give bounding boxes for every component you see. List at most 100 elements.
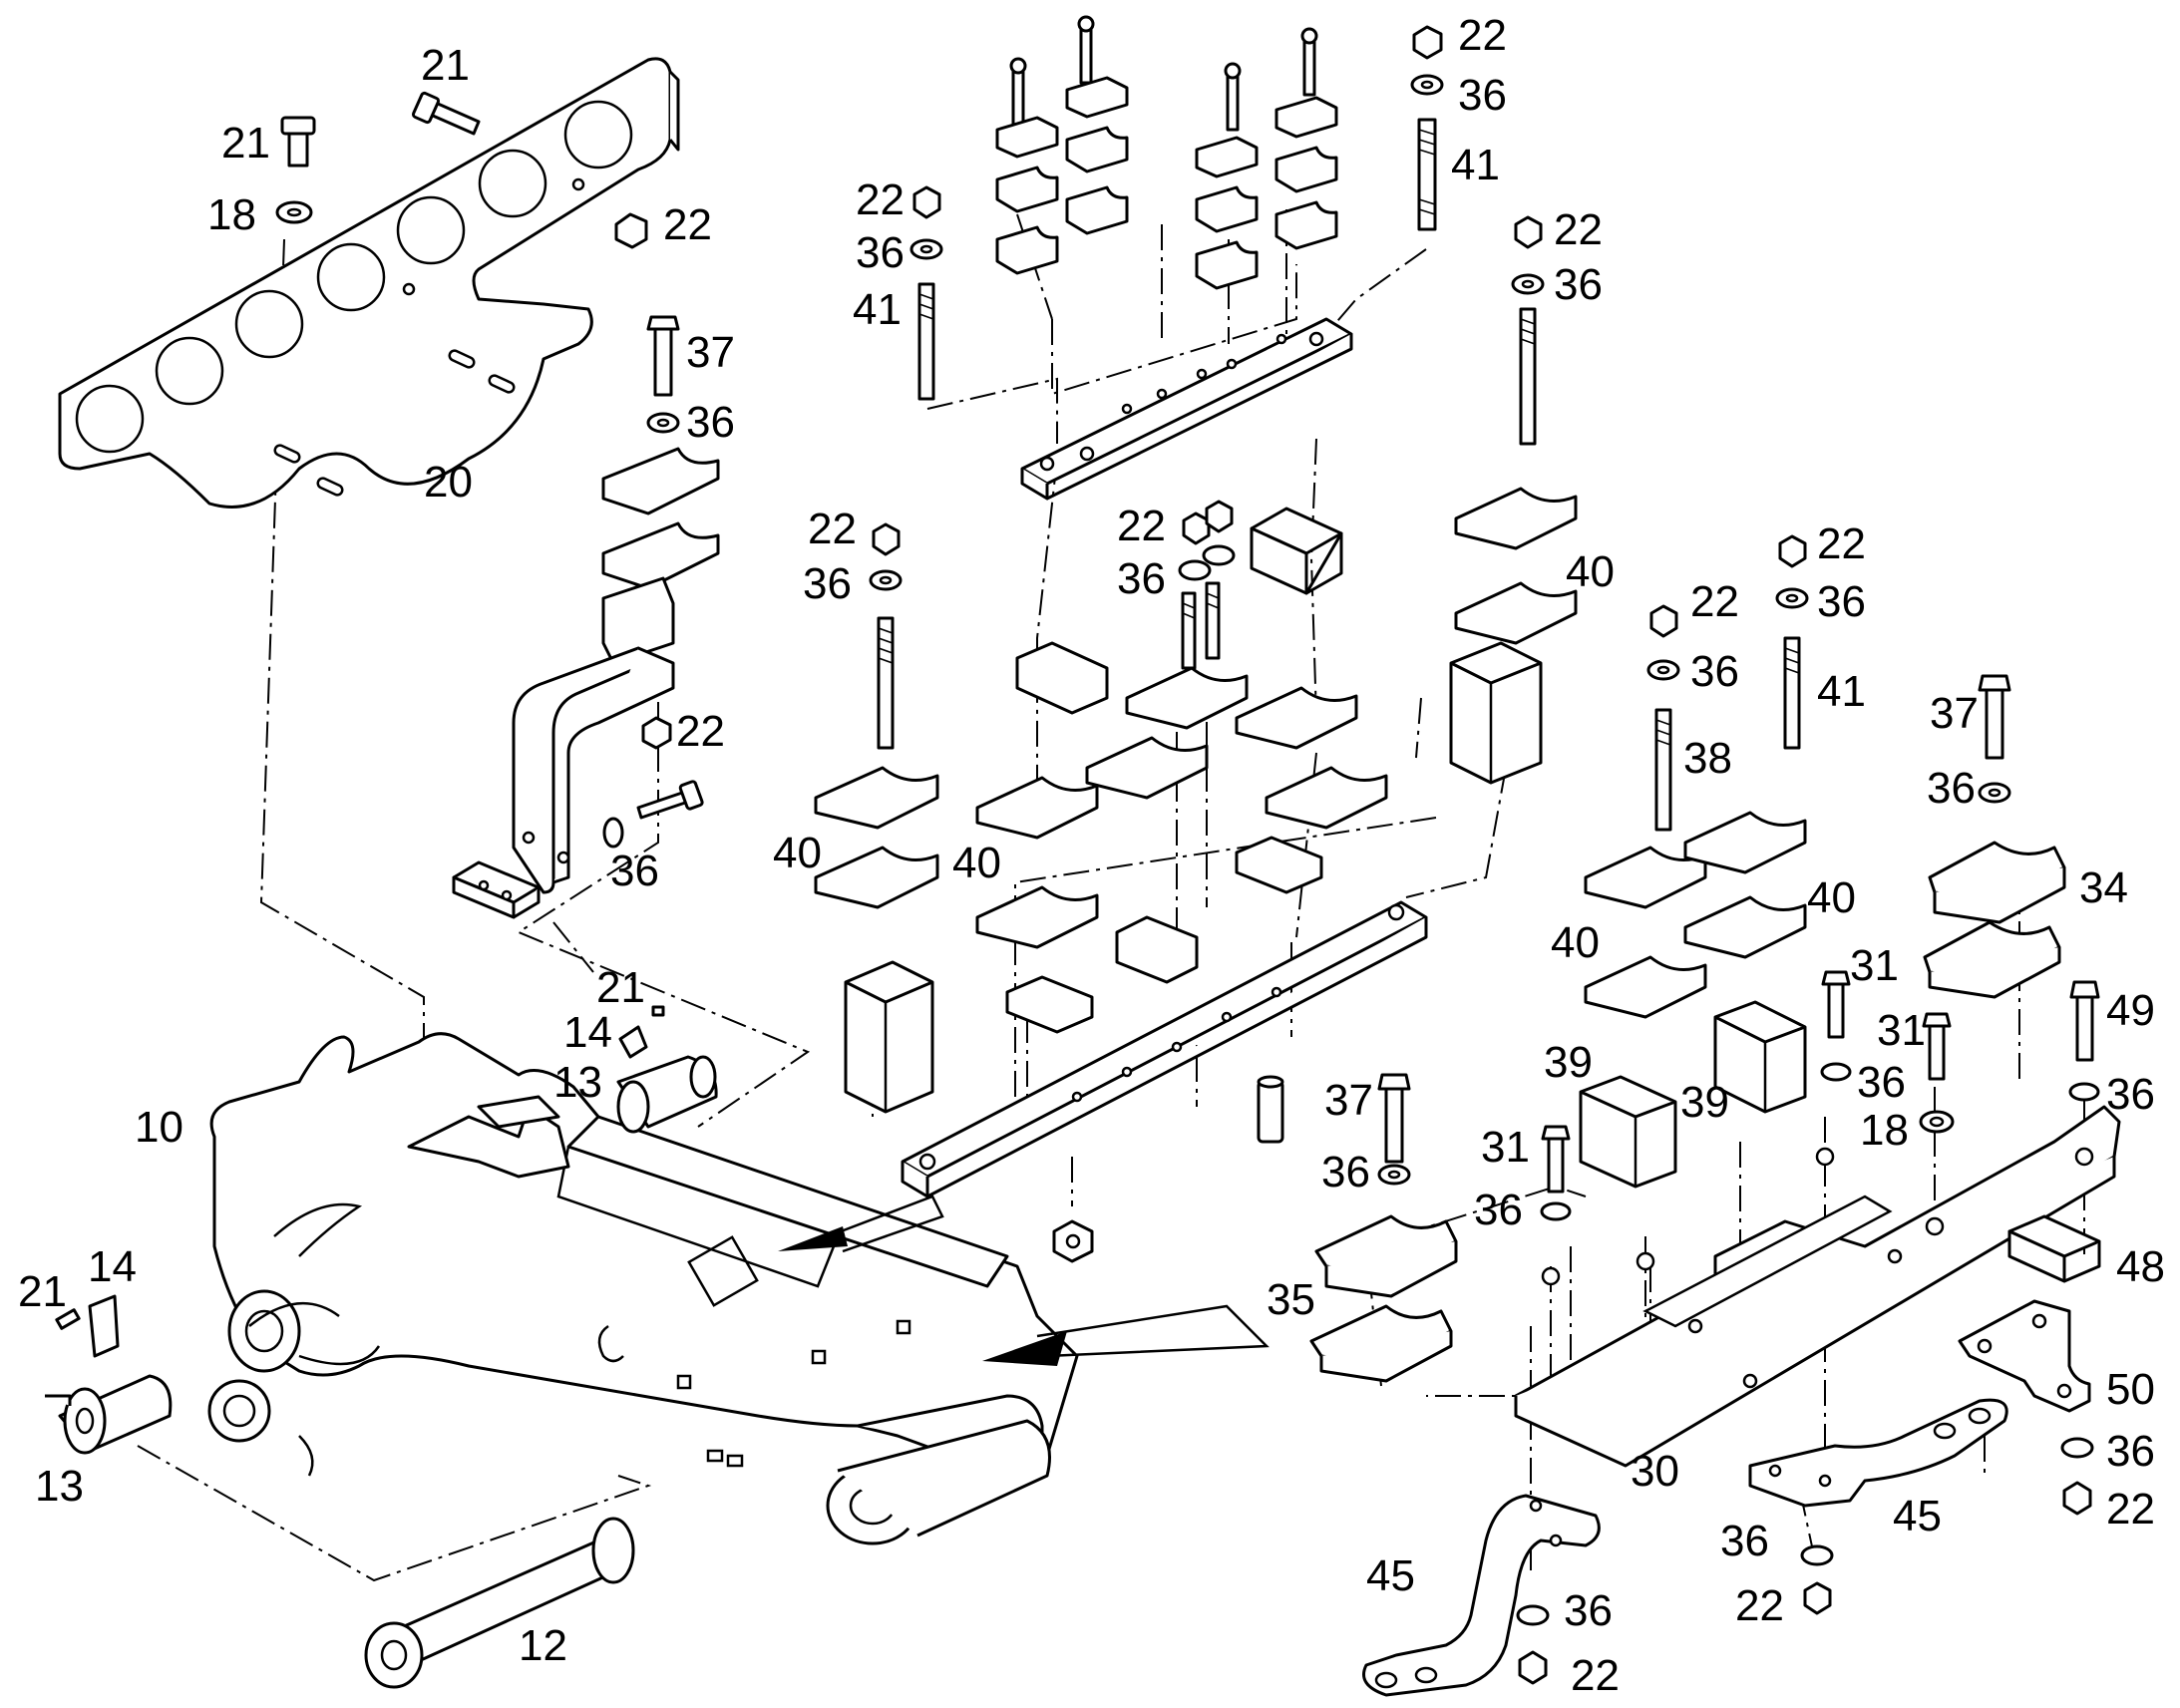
bracket-45-left (1362, 1494, 1601, 1697)
callout-48: 48 (2116, 1242, 2165, 1291)
pin-12-long (364, 1517, 635, 1689)
callout-31: 31 (1850, 941, 1899, 990)
callout-37: 37 (1324, 1076, 1373, 1125)
clamp-upper-left (601, 447, 720, 665)
bolt-37-right (1978, 674, 2011, 804)
callout-36: 36 (803, 559, 852, 608)
clamp-34 (1923, 841, 2066, 999)
bolt-31-b (1919, 1012, 1955, 1134)
callout-36: 36 (1458, 71, 1507, 120)
nut-center-bottom (1052, 1219, 1094, 1263)
callout-22: 22 (2106, 1485, 2155, 1534)
callout-22: 22 (1690, 577, 1739, 626)
callout-39: 39 (1544, 1038, 1593, 1087)
callout-36: 36 (1817, 577, 1866, 626)
block-39-right (1713, 1000, 1807, 1114)
callout-36: 36 (1117, 554, 1166, 603)
callout-36: 36 (2106, 1427, 2155, 1476)
callout-37: 37 (686, 328, 735, 377)
callout-22: 22 (808, 505, 857, 553)
washer-18-upper (275, 200, 313, 224)
callout-22: 22 (1571, 1651, 1620, 1700)
bolt-21-upper (280, 116, 316, 168)
callout-41: 41 (1451, 141, 1500, 189)
spacer-block-upper (1250, 507, 1343, 595)
nuts-washers-middle-pair (1178, 500, 1236, 670)
callout-18: 18 (1860, 1106, 1909, 1155)
stud-40-right-upper (1449, 215, 1578, 785)
socket-bolt-center (1257, 1075, 1284, 1144)
callout-36: 36 (1857, 1058, 1906, 1107)
callout-36: 36 (1474, 1186, 1523, 1234)
callout-21: 21 (221, 119, 270, 168)
bracket-45-right (1748, 1398, 2008, 1508)
bolt-36-left-horizontal (602, 780, 704, 849)
support-arm-left (512, 646, 675, 894)
bracket-50 (1958, 1299, 2091, 1413)
callout-12: 12 (519, 1621, 567, 1670)
clip-14-lower (88, 1294, 120, 1358)
spacer-block-left (452, 860, 541, 919)
clip-14-upper (618, 1005, 665, 1059)
pin-13-lower (45, 1374, 173, 1455)
callout-38: 38 (1683, 734, 1732, 783)
bolts-upper-middle (1009, 15, 1318, 132)
nuts-washers-bottom-right (1516, 1437, 2094, 1685)
block-48 (2007, 1214, 2101, 1283)
callout-10: 10 (135, 1103, 183, 1152)
callout-36: 36 (856, 228, 905, 277)
callout-13: 13 (553, 1058, 602, 1107)
bolt-31-c (1540, 1125, 1572, 1221)
stud-left-mid (869, 522, 903, 750)
nut-22-left-mid (641, 716, 672, 750)
callout-36: 36 (1927, 764, 1976, 813)
callout-40: 40 (1566, 547, 1615, 596)
top-mounting-plate (1020, 317, 1353, 501)
callout-37: 37 (1930, 689, 1979, 738)
callout-22: 22 (1117, 502, 1166, 550)
callout-36: 36 (610, 847, 659, 895)
bolt-21-angled (411, 91, 481, 136)
clamp-35 (1309, 1214, 1458, 1383)
callout-36: 36 (1690, 647, 1739, 696)
part-10-main-frame (207, 1032, 1079, 1545)
lower-mounting-plate-center (901, 900, 1428, 1198)
callout-22: 22 (1817, 519, 1866, 568)
callout-36: 36 (2106, 1070, 2155, 1119)
callout-31: 31 (1877, 1006, 1926, 1055)
callout-14: 14 (563, 1008, 612, 1057)
callout-41: 41 (1817, 667, 1866, 716)
callout-30: 30 (1631, 1447, 1679, 1496)
part-30-base-plate (1514, 1105, 2121, 1468)
assembly-arrows (778, 1195, 1270, 1366)
washer-36-left (646, 412, 680, 434)
nut-22-upper (614, 212, 648, 249)
clamps-upper-middle (995, 76, 1338, 290)
callout-13: 13 (35, 1462, 84, 1511)
callout-22: 22 (1458, 11, 1507, 60)
callout-18: 18 (207, 190, 256, 239)
callout-34: 34 (2079, 863, 2128, 912)
callout-50: 50 (2106, 1365, 2155, 1414)
callout-labels: 21 21 18 22 20 37 36 22 36 22 36 41 22 3… (18, 11, 2165, 1700)
callout-49: 49 (2106, 986, 2155, 1035)
callout-35: 35 (1267, 1275, 1315, 1324)
callout-22: 22 (856, 175, 905, 224)
stud-41-right (1775, 534, 1809, 750)
callout-21: 21 (596, 963, 645, 1012)
stud-41-top (1410, 25, 1444, 231)
bolt-49 (2068, 980, 2100, 1102)
bolt-37-lower (1377, 1073, 1411, 1186)
part-20-bracket-plate (58, 57, 680, 509)
pin-13-upper (616, 1055, 718, 1134)
callout-22: 22 (1735, 1581, 1784, 1630)
callout-36: 36 (1554, 260, 1603, 309)
clamp-40-right (1584, 811, 1807, 1019)
callout-45: 45 (1366, 1551, 1415, 1600)
callout-14: 14 (88, 1242, 137, 1291)
block-39-left (1579, 1075, 1677, 1189)
clamp-40-center (975, 641, 1388, 1034)
stud-38 (1646, 604, 1680, 832)
bolt-21-lower (55, 1308, 81, 1330)
